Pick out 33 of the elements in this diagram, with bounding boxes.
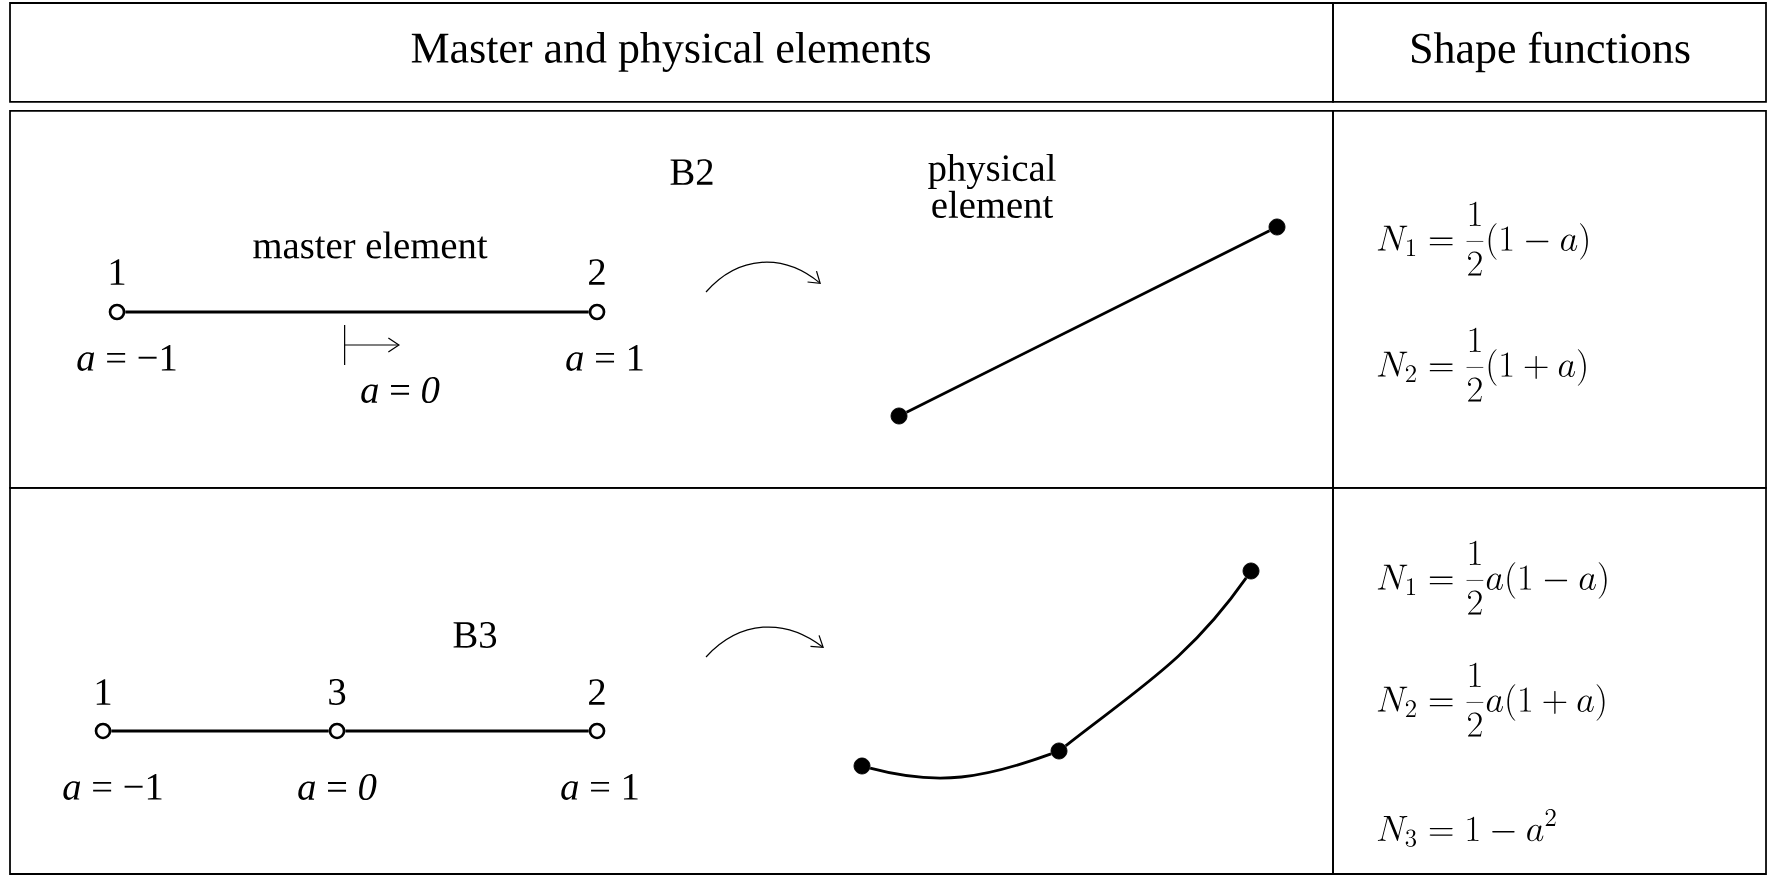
solid-node-dot — [890, 407, 908, 425]
element-line — [111, 729, 329, 733]
element-line — [905, 229, 1271, 414]
node-number: 2 — [589, 259, 605, 285]
solid-node-dot — [1050, 742, 1068, 760]
solid-node-dot — [1242, 562, 1260, 580]
coordinate-label: a = 0 — [361, 376, 440, 404]
element-line — [125, 310, 589, 314]
solid-node-dot — [853, 757, 871, 775]
element-line — [869, 752, 1052, 780]
element-caption: physical element — [928, 153, 1056, 219]
coordinate-label: a = 1 — [566, 345, 643, 371]
table-cell: $N_1 = \frac{1}{2}a(1-a)$ $N_2 = \frac{1}{2}a(1+a)$ $N_3 = 1-a^2$ — [1332, 487, 1767, 875]
open-node-circle — [588, 722, 606, 740]
solid-node-dot — [1268, 218, 1286, 236]
element-line — [345, 729, 589, 733]
open-node-circle — [328, 722, 346, 740]
coordinate-label: a = 1 — [561, 774, 638, 800]
node-number: 1 — [96, 679, 111, 705]
node-number: 2 — [589, 679, 605, 705]
coordinate-label: a = −1 — [63, 774, 162, 800]
header-cell: Shape functions — [1332, 2, 1767, 103]
node-number: 3 — [329, 679, 346, 705]
open-node-circle — [94, 722, 112, 740]
open-node-circle — [108, 303, 126, 321]
header-cell: Master and physical elements — [9, 2, 1334, 103]
element-caption: master element — [253, 231, 488, 259]
element-line — [1064, 577, 1248, 747]
node-number: 1 — [110, 259, 125, 285]
coordinate-label: a = −1 — [77, 345, 176, 371]
coordinate-label: a = 0 — [298, 773, 377, 801]
table-cell: $N_1 = \frac{1}{2}(1-a)$ $N_2 = \frac{1}{2}(1+a)$ — [1332, 110, 1767, 489]
open-node-circle — [588, 303, 606, 321]
